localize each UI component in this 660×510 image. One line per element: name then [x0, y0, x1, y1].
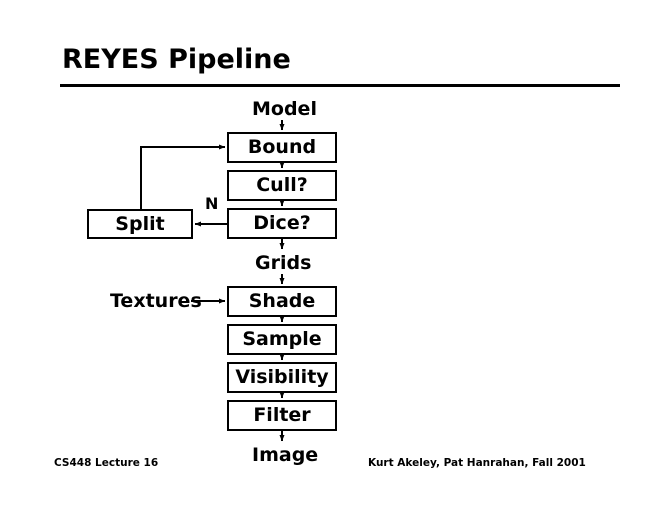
footer-lecture: CS448 Lecture 16 — [54, 457, 159, 469]
pipeline-stage-shade[interactable]: Shade — [227, 286, 337, 317]
flow-label-textures: Textures — [110, 290, 202, 312]
flow-label-image: Image — [252, 444, 319, 466]
arrow-split-to-bound — [140, 144, 226, 209]
page-title: REYES Pipeline — [62, 44, 291, 75]
title-divider — [60, 84, 620, 87]
edge-label-dice-no: N — [205, 194, 219, 213]
footer-authors: Kurt Akeley, Pat Hanrahan, Fall 2001 — [368, 457, 586, 469]
pipeline-stage-split[interactable]: Split — [87, 209, 193, 239]
pipeline-stage-visibility[interactable]: Visibility — [227, 362, 337, 393]
pipeline-stage-sample[interactable]: Sample — [227, 324, 337, 355]
pipeline-stage-cull[interactable]: Cull? — [227, 170, 337, 201]
pipeline-stage-dice[interactable]: Dice? — [227, 208, 337, 239]
pipeline-stage-bound[interactable]: Bound — [227, 132, 337, 163]
flow-label-model: Model — [252, 98, 317, 120]
flow-label-grids: Grids — [255, 252, 312, 274]
pipeline-stage-filter[interactable]: Filter — [227, 400, 337, 431]
